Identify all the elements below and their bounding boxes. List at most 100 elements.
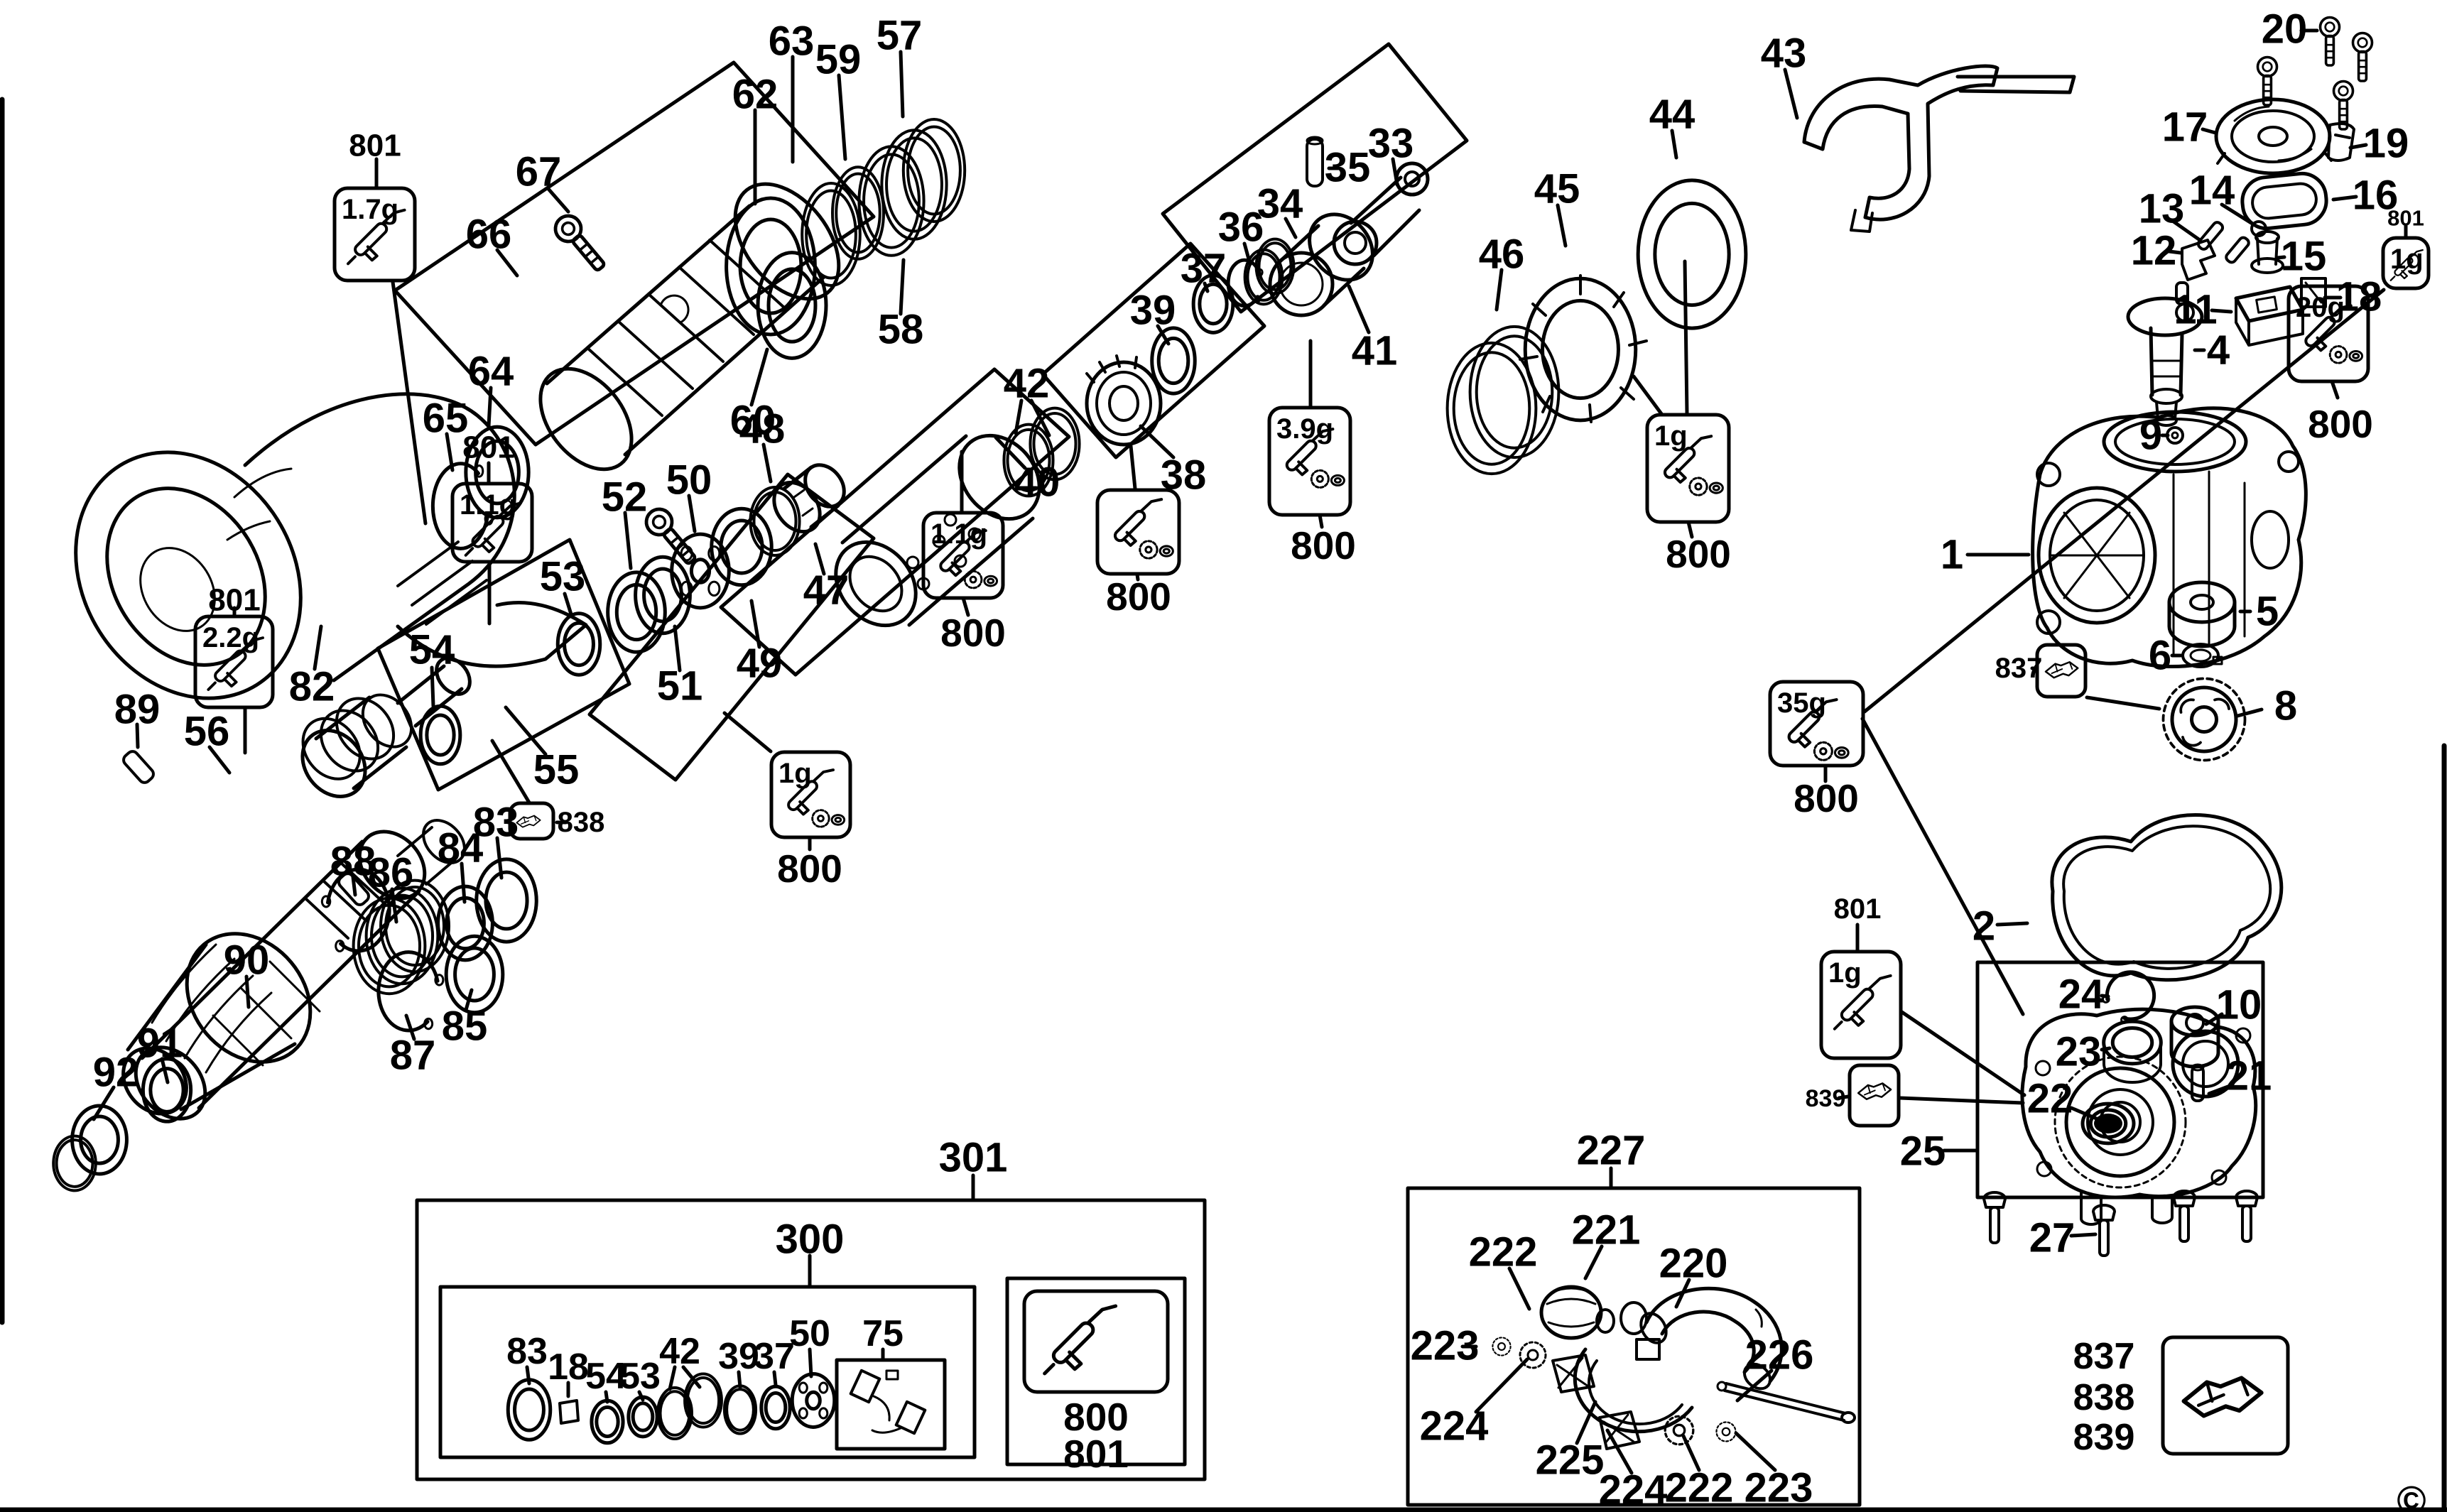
part-label-51: 51 (657, 663, 703, 709)
oring-14 (2250, 220, 2267, 237)
part-label-225: 225 (1536, 1437, 1605, 1484)
part-label-226: 226 (1745, 1332, 1814, 1378)
part-label-800: 800 (1666, 532, 1731, 576)
part-label-62: 62 (732, 72, 778, 118)
part-label-57: 57 (877, 13, 923, 59)
part-label-67: 67 (516, 149, 562, 195)
bracket-callout-3 (2161, 1335, 2290, 1456)
part-label-21: 21 (2226, 1053, 2272, 1099)
part-label-41: 41 (1352, 328, 1398, 374)
nut-223R (1715, 1421, 1737, 1442)
cage-49 (712, 508, 771, 585)
part-label-55: 55 (533, 747, 580, 793)
sleeve-47 (772, 463, 846, 534)
grease-callout-9: 35g (1768, 680, 1865, 768)
oring-54 (421, 706, 460, 764)
grease-weight: 35g (1777, 687, 1826, 719)
part-label-800: 800 (1106, 575, 1171, 619)
ring-83-kit (508, 1380, 550, 1440)
part-label-90: 90 (224, 937, 270, 984)
part-label-59: 59 (815, 37, 862, 83)
part-label-10: 10 (2216, 982, 2262, 1028)
part-label-18: 18 (548, 1347, 589, 1388)
part-label-37: 37 (1181, 246, 1227, 292)
part-label-839: 839 (1806, 1085, 1846, 1112)
part-label-83: 83 (473, 800, 519, 846)
bearing-23 (2104, 1021, 2161, 1084)
part-label-18: 18 (2336, 274, 2382, 320)
grease-callout-8: 20g (2286, 284, 2370, 384)
part-label-12: 12 (2131, 228, 2177, 274)
grease-weight: 1.1g (460, 489, 516, 521)
ring-44 (1638, 180, 1746, 328)
bracket-icon (516, 815, 541, 828)
part-label-20: 20 (2262, 6, 2308, 53)
part-label-24: 24 (2058, 972, 2105, 1018)
grease-callout-2: 2.2g (193, 614, 275, 709)
part-label-6: 6 (2149, 633, 2171, 679)
ring-85 (446, 936, 503, 1013)
part-label-16: 16 (2353, 173, 2399, 219)
nut-223L (1492, 1337, 1512, 1356)
part-label-86: 86 (368, 850, 414, 896)
screw-27a (1982, 1191, 2007, 1244)
clamp-6 (2181, 643, 2223, 668)
part-label-11: 11 (2174, 287, 2217, 333)
part-label-36: 36 (1218, 205, 1264, 251)
part-label-53: 53 (619, 1356, 661, 1397)
part-label-54: 54 (409, 627, 455, 673)
part-label-800: 800 (1063, 1395, 1129, 1439)
part-label-801: 801 (1063, 1432, 1129, 1476)
bracket-callouts (508, 643, 2290, 1456)
part-label-301: 301 (939, 1135, 1008, 1181)
part-label-48: 48 (739, 406, 786, 452)
brush-set-75 (849, 1369, 927, 1435)
grease-callout-0: 1.7g (332, 186, 417, 283)
grease-callout-12 (1022, 1289, 1170, 1394)
crank-housing-66 (538, 182, 841, 472)
roller-bearing-45 (1519, 274, 1648, 422)
screw-67 (550, 211, 611, 276)
bracket-callout-0 (2035, 643, 2088, 699)
part-label-83: 83 (506, 1331, 548, 1372)
grease-gun-icon (1045, 1306, 1116, 1374)
part-label-54: 54 (585, 1356, 626, 1397)
part-label-15: 15 (2281, 234, 2327, 280)
part-label-800: 800 (940, 611, 1006, 655)
part-label-801: 801 (462, 430, 514, 465)
part-label-25: 25 (1900, 1128, 1946, 1175)
part-label-43: 43 (1761, 31, 1807, 77)
damper-5 (2167, 580, 2237, 648)
bracket-icon (2044, 660, 2079, 679)
part-label-19: 19 (2363, 121, 2409, 167)
grease-weight: 1g (1654, 420, 1688, 452)
grease-callout-4: 1g (769, 750, 852, 839)
part-label-8: 8 (2274, 683, 2297, 729)
part-label-64: 64 (468, 349, 514, 395)
part-label-22: 22 (2027, 1076, 2073, 1122)
part-label-89: 89 (114, 687, 161, 733)
part-artwork (43, 16, 2374, 1450)
part-label-45: 45 (1534, 166, 1580, 212)
ring-46a (1448, 343, 1536, 474)
part-label-35: 35 (1325, 145, 1371, 191)
copyright-symbol: © (2397, 1478, 2426, 1512)
part-label-60: 60 (730, 398, 776, 444)
screw-20a (2318, 16, 2341, 67)
grease-weight: 2.2g (202, 622, 259, 653)
part-label-801: 801 (1834, 893, 1882, 925)
pin-13b (2225, 236, 2250, 264)
part-label-33: 33 (1368, 121, 1414, 167)
part-label-5: 5 (2256, 589, 2279, 635)
part-label-800: 800 (777, 847, 842, 891)
part-label-222: 222 (1469, 1229, 1538, 1276)
ring-46b (1470, 327, 1559, 457)
latch-224R (1598, 1410, 1641, 1450)
group-box-4 (1406, 1186, 1862, 1507)
group-box-3 (1005, 1276, 1187, 1467)
page-border (0, 97, 2447, 1512)
part-label-50: 50 (789, 1313, 830, 1354)
